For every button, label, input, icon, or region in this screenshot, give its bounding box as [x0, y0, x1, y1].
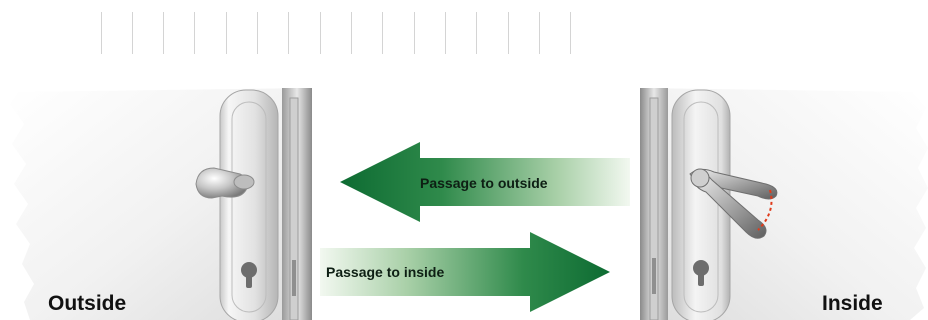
tick-mark: [101, 12, 102, 54]
label-passage-to-outside: Passage to outside: [420, 175, 548, 191]
tick-mark: [132, 12, 133, 54]
label-passage-to-inside: Passage to inside: [326, 264, 444, 280]
tick-mark: [445, 12, 446, 54]
tick-mark: [257, 12, 258, 54]
tick-mark: [382, 12, 383, 54]
tick-mark: [163, 12, 164, 54]
label-outside: Outside: [48, 292, 126, 316]
tick-mark: [539, 12, 540, 54]
tick-mark: [226, 12, 227, 54]
label-inside: Inside: [822, 292, 883, 316]
tick-mark: [351, 12, 352, 54]
tick-mark: [570, 12, 571, 54]
outside-door-panel: [0, 88, 312, 320]
tick-mark: [320, 12, 321, 54]
tick-mark: [288, 12, 289, 54]
tick-mark: [476, 12, 477, 54]
tick-mark: [194, 12, 195, 54]
tick-mark: [508, 12, 509, 54]
tick-row: [0, 0, 928, 60]
tick-mark: [414, 12, 415, 54]
inside-door-panel: [640, 88, 928, 320]
